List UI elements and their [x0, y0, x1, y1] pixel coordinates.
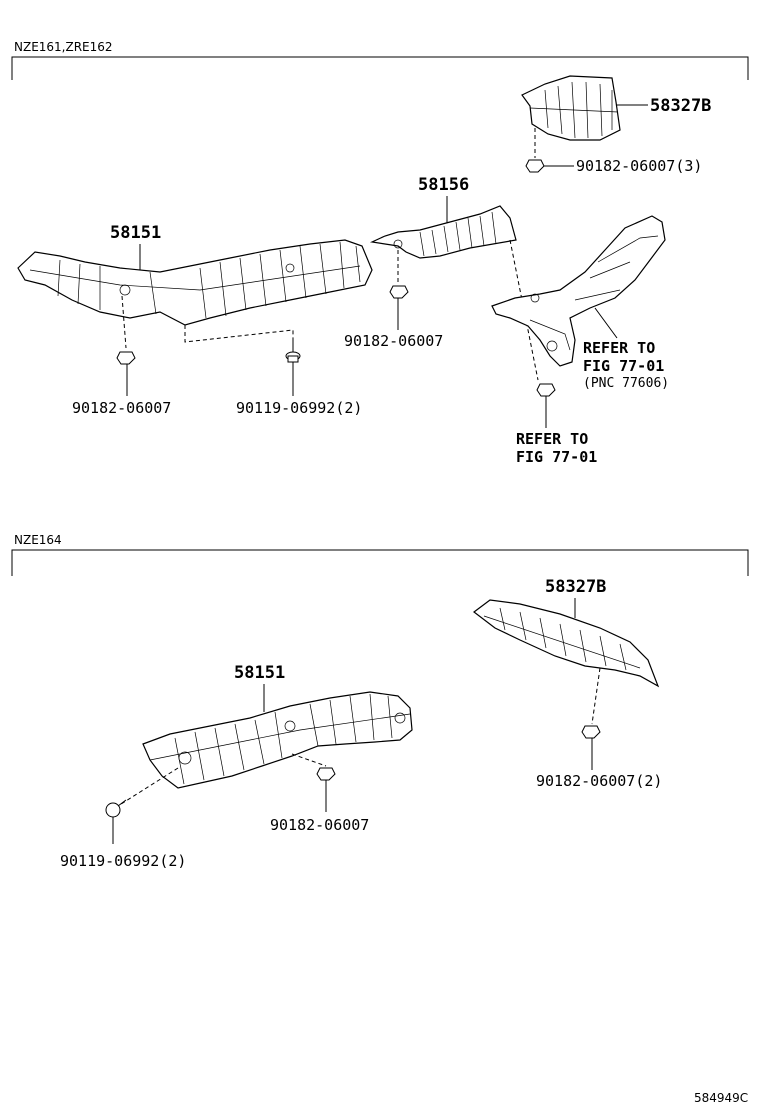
dash-58327b-bottom-nut — [591, 667, 601, 725]
label-bolt-90119-top: 90119-06992(2) — [236, 399, 362, 417]
nut-icon-58151-bottom — [316, 767, 336, 781]
label-nut-90182-2: 90182-06007(2) — [536, 772, 662, 790]
dash-58151-bottom-nut — [291, 753, 327, 767]
label-58151-bottom: 58151 — [234, 663, 285, 683]
nut-icon-bracket — [536, 383, 556, 397]
dash-58151-nut — [121, 295, 127, 349]
label-refer2-line2: FIG 77-01 — [516, 448, 597, 466]
label-58156: 58156 — [418, 175, 469, 195]
label-nut-90182-bottom: 90182-06007 — [270, 816, 369, 834]
heat-insulator-58151-top — [17, 239, 373, 326]
section-bracket-bottom — [11, 549, 749, 576]
nut-icon-58156 — [389, 285, 409, 299]
figure-id: 584949C — [694, 1091, 748, 1105]
dash-58151-bolt — [184, 325, 294, 344]
label-refer1-line1: REFER TO — [583, 339, 655, 357]
section-bracket-top — [11, 56, 749, 80]
label-bolt-90119-bottom: 90119-06992(2) — [60, 852, 186, 870]
dash-58151-bottom-bolt — [117, 767, 179, 807]
nut-icon-bottom-right — [581, 725, 601, 739]
label-nut-90182-a: 90182-06007 — [72, 399, 171, 417]
label-58327b-top: 58327B — [650, 96, 711, 116]
label-refer2-line1: REFER TO — [516, 430, 588, 448]
label-refer1-line2: FIG 77-01 — [583, 357, 664, 375]
label-58151-top: 58151 — [110, 223, 161, 243]
section-label-bottom: NZE164 — [14, 533, 62, 547]
label-nut-90182-3: 90182-06007(3) — [576, 157, 702, 175]
exhaust-bracket-part — [491, 215, 666, 367]
label-refer1-line3: (PNC 77606) — [583, 376, 669, 391]
heat-insulator-58327b-bottom — [473, 599, 660, 688]
label-nut-90182-b: 90182-06007 — [344, 332, 443, 350]
leader-refer-1 — [594, 307, 618, 339]
heat-insulator-58327b-top — [521, 75, 621, 141]
bolt-icon-top — [285, 338, 301, 363]
section-label-top: NZE161,ZRE162 — [14, 40, 113, 54]
bolt-icon-bottom — [105, 799, 127, 818]
nut-icon-58151-top — [116, 351, 136, 365]
nut-icon-top-right — [525, 159, 545, 173]
label-58327b-bottom: 58327B — [545, 577, 606, 597]
heat-insulator-58151-bottom — [142, 691, 413, 789]
heat-insulator-58156 — [369, 205, 517, 259]
